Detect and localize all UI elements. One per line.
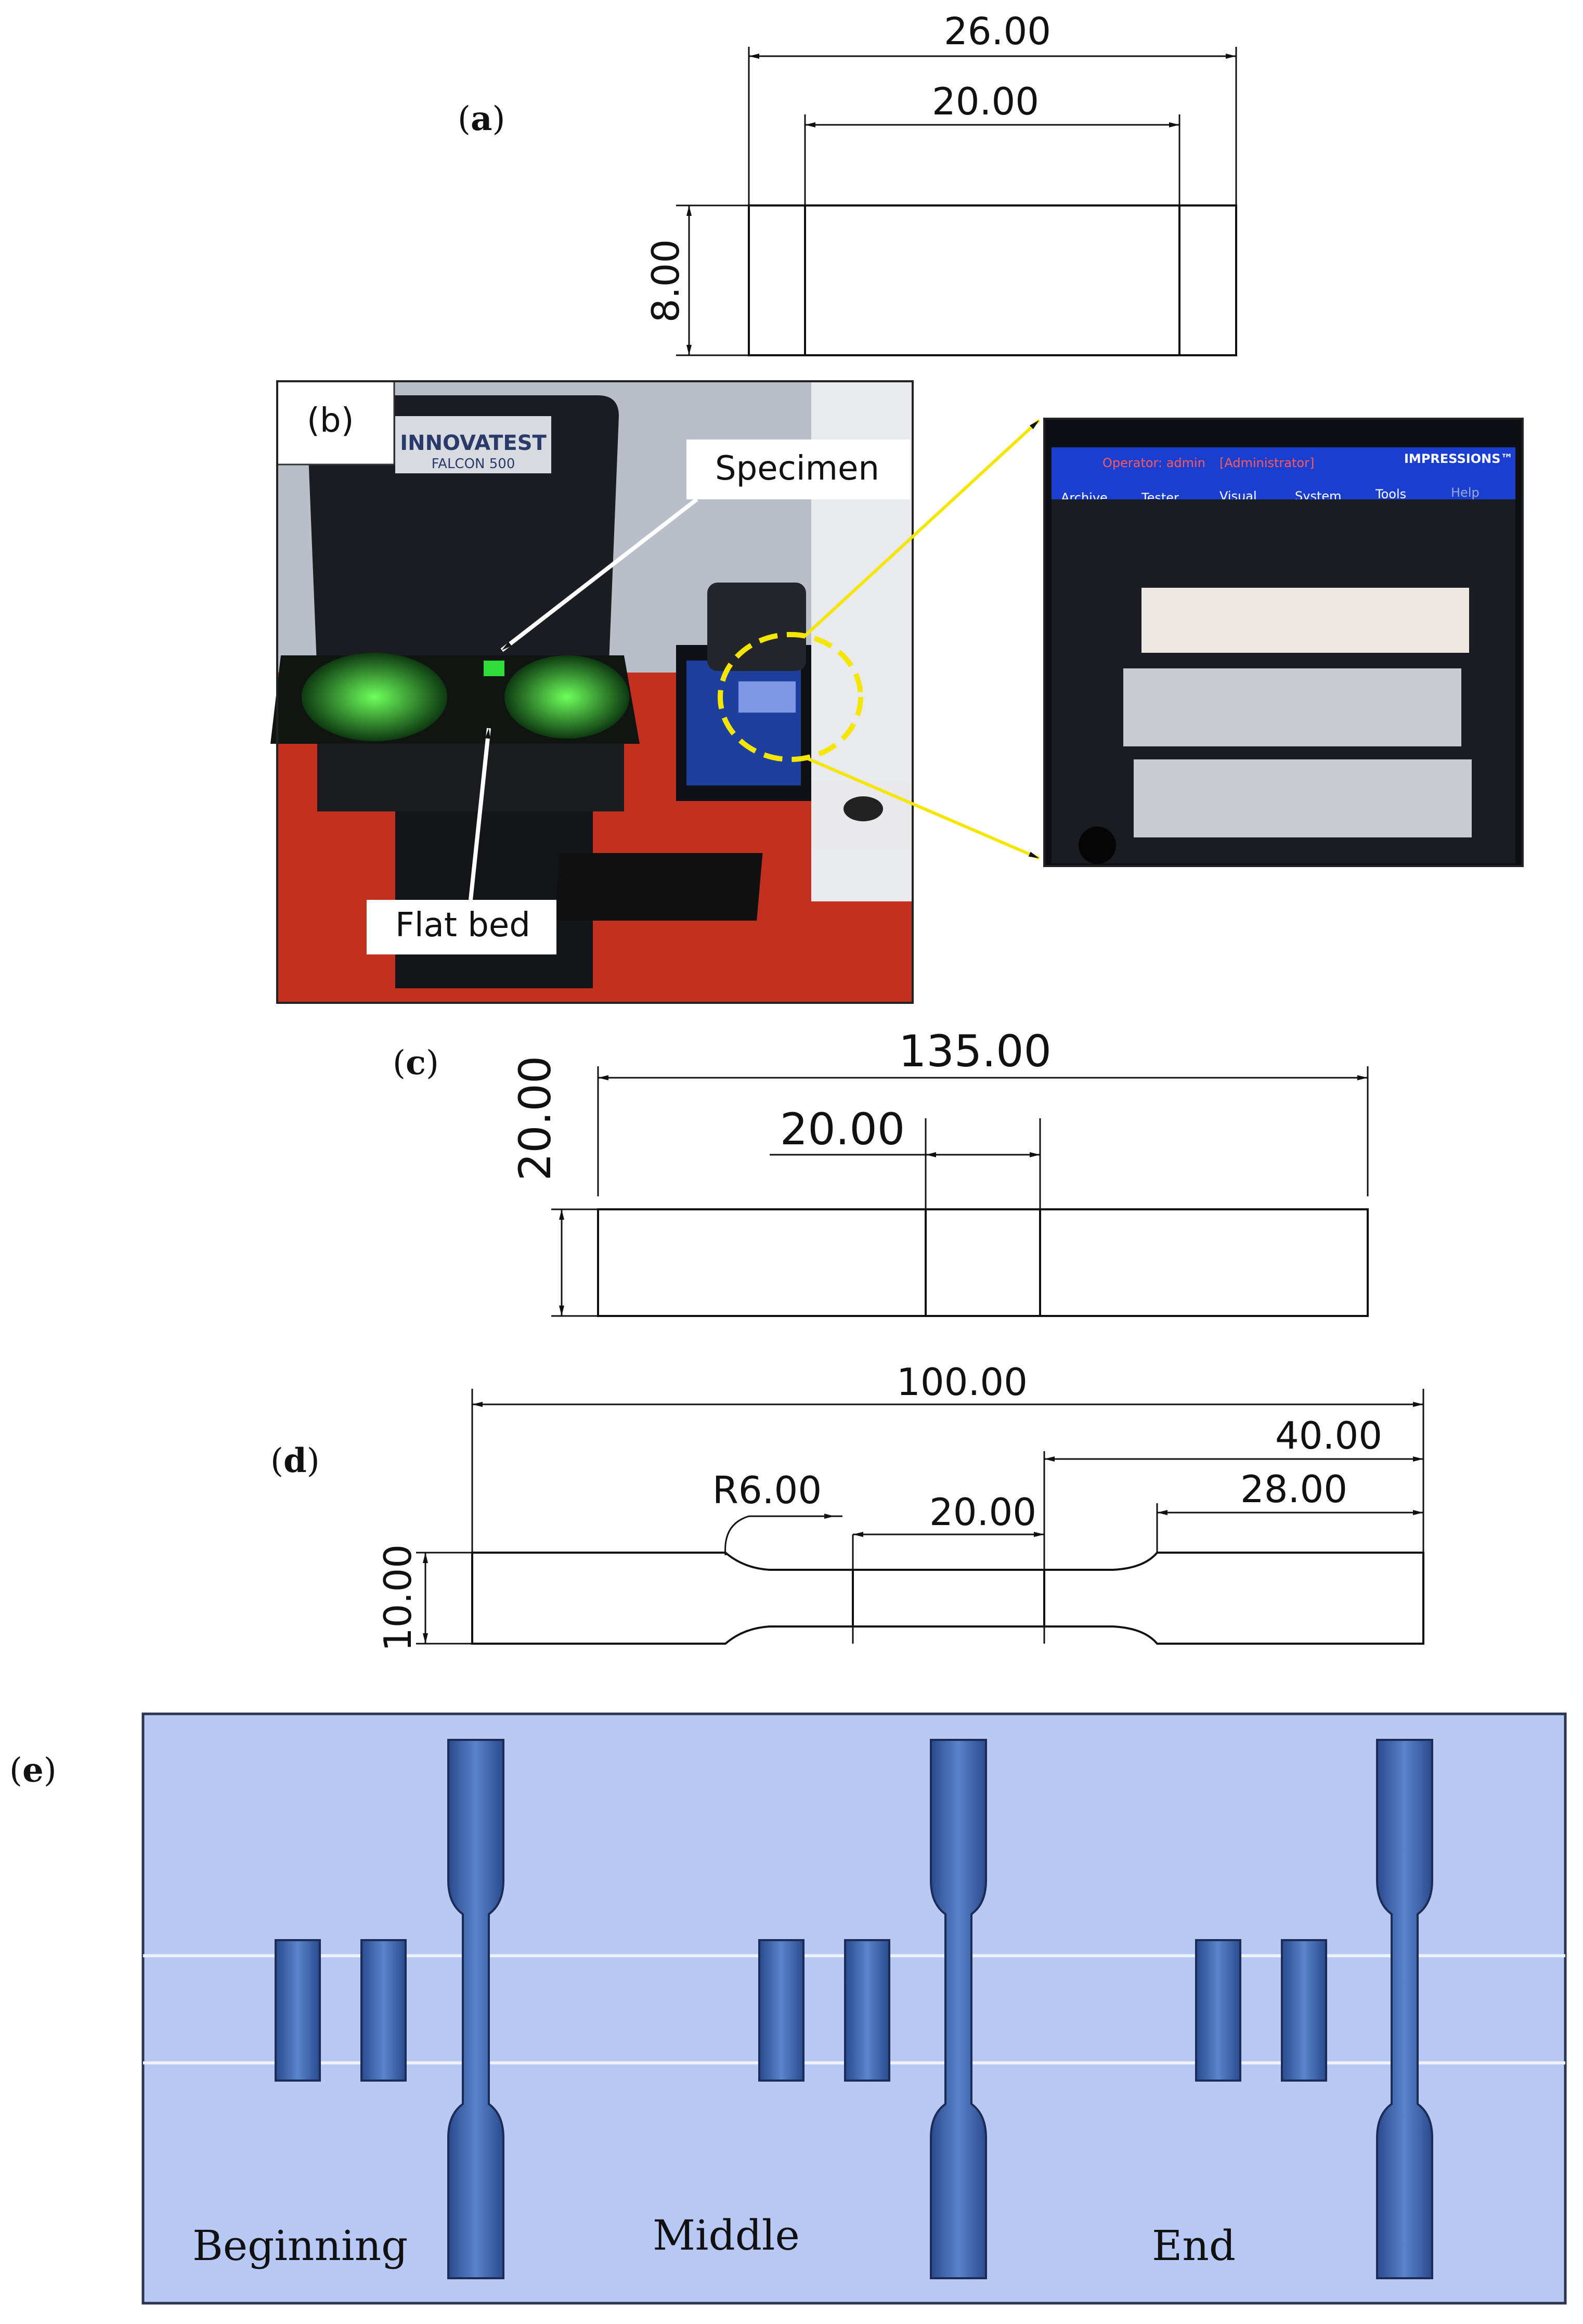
impact-specimen: [360, 1939, 407, 2082]
dim-radius: R6.00: [712, 1468, 822, 1512]
machine-brand: INNOVATEST: [400, 431, 547, 455]
hardness-specimen: [275, 1939, 321, 2082]
monitor-back: [707, 583, 806, 671]
flatbed-arrow: [469, 728, 491, 900]
impact-specimen: [1281, 1939, 1327, 2082]
mouse: [844, 796, 883, 821]
dim-height: 20.00: [510, 1056, 561, 1181]
flatbed-callout-box: [367, 900, 556, 954]
highlight-circle: [718, 632, 863, 762]
location-label: End: [1152, 2222, 1236, 2270]
zoom-specimen-1: [1123, 668, 1461, 746]
panel-d-letter: d: [283, 1441, 307, 1480]
zoom-role: [Administrator]: [1219, 456, 1314, 470]
panel-a: (a) 26.00 20.00 8.00: [458, 9, 1237, 356]
monitor-screen: [686, 661, 801, 785]
dim-inner-length: 20.00: [932, 80, 1039, 123]
location-group-beginning: Beginning: [192, 1739, 504, 2279]
panel-c: (c) 135.00 20.00 20.00: [393, 1026, 1369, 1317]
specimen-outline: [471, 1552, 1424, 1645]
dim-grip-length: 28.00: [1240, 1467, 1347, 1511]
zoomed-screen: Operator: admin [Administrator] IMPRESSI…: [1043, 418, 1524, 867]
tensile-specimen: [930, 1739, 987, 2279]
zoom-brand: IMPRESSIONS™: [1404, 451, 1513, 466]
specimen-callout-box: [686, 440, 910, 499]
keyboard: [554, 853, 763, 921]
panel-b-label: (b): [307, 402, 354, 440]
specimen-outline: [748, 204, 1237, 356]
dim-gauge-length: 20.00: [929, 1490, 1036, 1534]
bed-glow-right: [504, 655, 629, 739]
flatbed-callout: Flat bed: [395, 906, 530, 945]
zoom-hardness-grid: [1141, 588, 1469, 653]
dim-overall-length: 135.00: [899, 1026, 1052, 1077]
panel-a-label: (a): [458, 99, 505, 138]
machine-model: FALCON 500: [432, 456, 515, 472]
specimen-on-bed: [484, 661, 504, 676]
zoom-arrow-top: [802, 419, 1041, 639]
panel-e-label: (e): [9, 1751, 57, 1790]
location-label: Middle: [653, 2211, 800, 2260]
panel-e: (e) Beginning Middle End: [9, 1712, 1567, 2305]
bed-stage: [317, 744, 624, 811]
dim-overall-length: 26.00: [944, 9, 1051, 53]
panel-d: (d) 100.00 40.00 28.00 20.00 R6.00 10.00: [270, 1360, 1424, 1651]
tensile-specimen: [447, 1739, 504, 2279]
zoom-operator: Operator: admin: [1102, 456, 1205, 470]
specimen-arrow: [500, 497, 698, 652]
zoom-hole: [1079, 827, 1116, 864]
machine-badge: [395, 416, 551, 473]
panel-b: INNOVATEST FALCON 500 (b) Specimen Flat …: [270, 380, 1524, 1004]
hardness-specimen: [1195, 1939, 1241, 2082]
panel-a-letter: a: [471, 99, 492, 138]
radius-leader: [724, 1515, 842, 1556]
location-label: Beginning: [192, 2222, 408, 2270]
specimen-outline: [597, 1208, 1369, 1317]
impact-specimen: [844, 1939, 890, 2082]
tensile-specimen: [1376, 1739, 1433, 2279]
dim-overall-length: 100.00: [897, 1360, 1028, 1404]
zoom-arrow-bottom: [802, 755, 1040, 860]
panel-b-label-box: [276, 380, 395, 466]
panel-e-letter: e: [22, 1751, 44, 1790]
zoom-menu-help: Help: [1451, 485, 1480, 500]
dim-height: 8.00: [644, 239, 687, 322]
hardness-specimen: [758, 1939, 805, 2082]
monitor-thumbnail: [738, 681, 796, 713]
dim-height: 10.00: [376, 1544, 420, 1651]
location-group-end: End: [1152, 1739, 1433, 2279]
bed-glow-left: [302, 653, 447, 741]
zoom-specimen-2: [1134, 759, 1472, 837]
dim-shoulder-length: 40.00: [1275, 1414, 1382, 1457]
zoom-menu-tools: Tools: [1375, 487, 1406, 501]
photo-frame: [276, 380, 914, 1004]
specimen-callout: Specimen: [715, 449, 879, 488]
dim-inner-length: 20.00: [780, 1104, 905, 1155]
panel-c-letter: c: [406, 1043, 426, 1082]
panel-c-label: (c): [393, 1043, 439, 1082]
zoom-header: [1052, 447, 1515, 499]
location-group-middle: Middle: [653, 1739, 987, 2279]
panel-d-label: (d): [270, 1441, 320, 1480]
